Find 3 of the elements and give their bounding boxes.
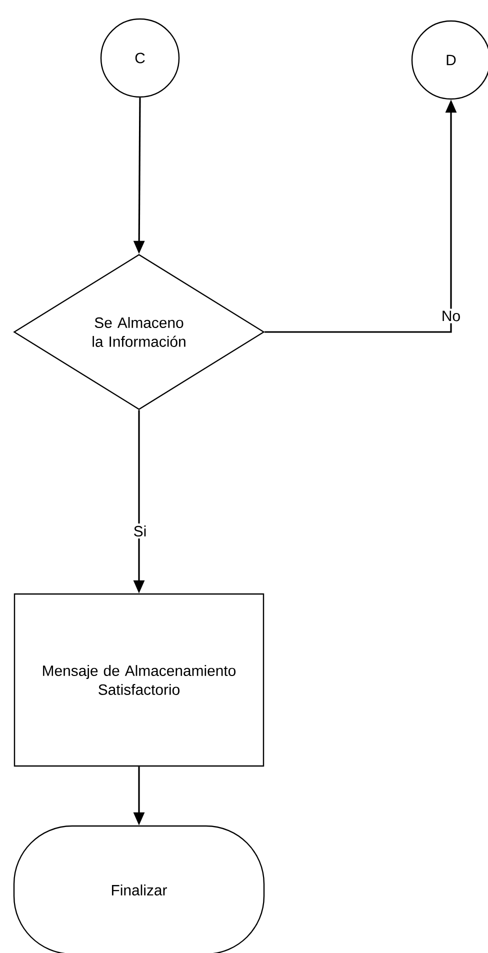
edge-label: No — [439, 308, 463, 324]
process-box: Mensaje de Almacenamiento Satisfactorio — [14, 593, 264, 767]
edge-label: Si — [131, 524, 149, 538]
